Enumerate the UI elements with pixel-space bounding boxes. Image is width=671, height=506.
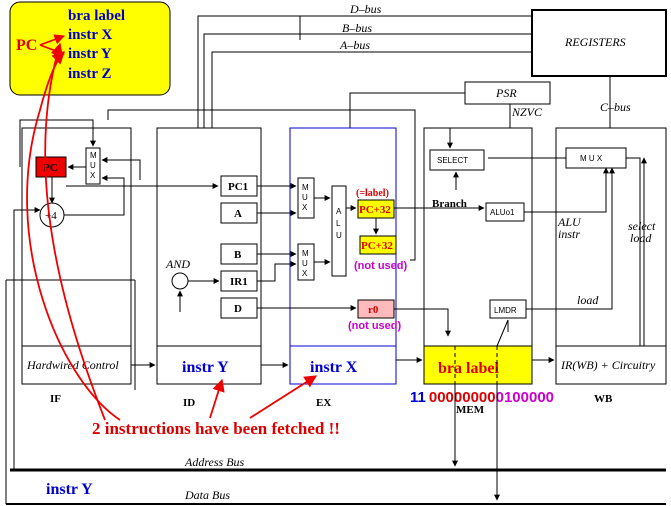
alu-a: A xyxy=(336,207,342,216)
program-line-2: instr X xyxy=(68,27,112,43)
ex-mux-bottom-x: X xyxy=(302,269,308,278)
alu xyxy=(331,185,347,277)
address-bus-label: Address Bus xyxy=(184,455,245,469)
psr-label: PSR xyxy=(495,86,517,100)
b-label: B xyxy=(234,249,242,261)
nzvc-label: NZVC xyxy=(511,105,543,119)
eq-label-note: (=label) xyxy=(356,188,389,199)
pc-register xyxy=(35,156,67,178)
if-mux-x: X xyxy=(90,171,96,180)
id-instr: instr Y xyxy=(182,359,229,376)
data-bus-label: Data Bus xyxy=(184,488,230,502)
and-label: AND xyxy=(165,257,190,271)
pc-register-label: PC xyxy=(43,162,58,174)
program-line-1: bra label xyxy=(68,8,125,24)
select-label: SELECT xyxy=(437,156,468,165)
a-label: A xyxy=(234,208,242,220)
program-memory-box: PC bra label instr X instr Y instr Z xyxy=(9,1,171,96)
hardwired-control: Hardwired Control xyxy=(26,358,119,372)
ex-mux-bottom-u: U xyxy=(302,259,308,268)
aluo1-label: ALUo1 xyxy=(490,208,515,217)
stage-mem: bra label MEM xyxy=(423,127,533,416)
if-mux-u: U xyxy=(90,161,96,170)
psr-register: PSR xyxy=(464,81,551,105)
ex-mux-bottom-m: M xyxy=(302,249,309,258)
stage-wb: IR(WB) + Circuitry WB xyxy=(555,127,667,405)
registers-label: REGISTERS xyxy=(564,35,626,49)
pc32-label-2: PC+32 xyxy=(361,240,393,252)
not-used-1: (not used) xyxy=(354,260,407,272)
fetched-annotation: 2 instructions have been fetched !! xyxy=(92,419,340,438)
mem-instr: bra label xyxy=(438,360,499,377)
wb-label: WB xyxy=(594,393,613,405)
mem-label: MEM xyxy=(456,404,485,416)
b-bus-label: B–bus xyxy=(342,21,372,35)
alu-label: ALU xyxy=(557,215,582,229)
instr-label: instr xyxy=(558,227,580,241)
wb-mux-label: M U X xyxy=(580,154,603,163)
ir1-label: IR1 xyxy=(230,276,248,288)
lmdr-label: LMDR xyxy=(494,306,517,315)
alu-l: L xyxy=(336,219,341,228)
load-word: load xyxy=(630,231,652,245)
plus4-label: +4 xyxy=(45,210,57,222)
pc1-label: PC1 xyxy=(228,181,248,193)
if-label: IF xyxy=(50,393,61,405)
not-used-2: (not used) xyxy=(348,320,401,332)
c-bus-label: C–bus xyxy=(600,100,631,114)
ex-mux-top-u: U xyxy=(302,193,308,202)
program-line-4: instr Z xyxy=(68,66,111,82)
d-bus-label: D–bus xyxy=(349,2,382,16)
pc32-result-2 xyxy=(359,235,397,255)
a-bus-label: A–bus xyxy=(339,38,370,52)
ir-wb-label: IR(WB) + Circuitry xyxy=(560,358,656,372)
ex-mux-top-m: M xyxy=(302,183,309,192)
select-word: select xyxy=(628,219,656,233)
and-gate xyxy=(171,272,189,290)
ex-label: EX xyxy=(316,397,331,409)
register-file: REGISTERS xyxy=(531,9,667,77)
select-unit xyxy=(429,149,485,171)
pc32-label-1: PC+32 xyxy=(359,204,391,216)
d-label: D xyxy=(234,303,242,315)
ex-instr: instr X xyxy=(310,359,358,376)
alu-u: U xyxy=(336,231,342,240)
load-label: load xyxy=(577,293,599,307)
id-label: ID xyxy=(183,397,195,409)
r0-label: r0 xyxy=(368,304,379,316)
branch-label: Branch xyxy=(432,198,467,210)
ex-mux-top-x: X xyxy=(302,203,308,212)
program-pc-label: PC xyxy=(16,37,37,54)
if-mux-m: M xyxy=(90,151,97,160)
program-line-3: instr Y xyxy=(68,46,112,62)
if-mux xyxy=(85,147,101,185)
bottom-instr: instr Y xyxy=(46,481,93,498)
